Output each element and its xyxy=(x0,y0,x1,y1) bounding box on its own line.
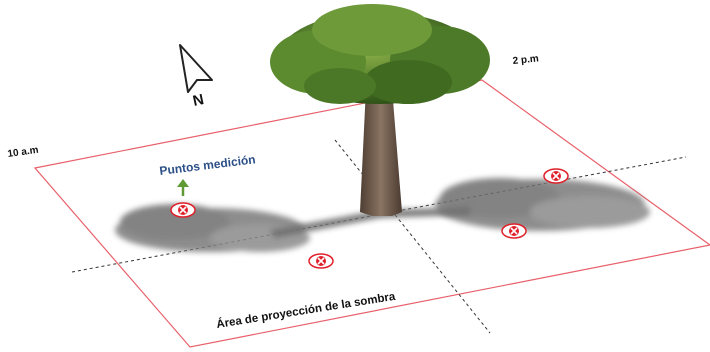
measurement-marker-3 xyxy=(543,168,569,184)
measurement-points-label: Puntos medición xyxy=(159,152,257,178)
measurement-marker-4 xyxy=(501,223,527,239)
tree-canopy xyxy=(270,4,490,104)
time-label-10am: 10 a.m xyxy=(7,145,39,160)
up-arrow-icon xyxy=(177,179,189,196)
tree xyxy=(270,4,490,216)
tree-trunk xyxy=(360,88,402,216)
measurement-marker-1 xyxy=(170,202,196,218)
measurement-marker-2 xyxy=(308,253,334,269)
plot-boundary xyxy=(33,79,710,348)
shadow-right xyxy=(435,178,650,231)
time-label-2pm: 2 p.m xyxy=(512,53,539,67)
north-label: N xyxy=(191,91,205,110)
north-south-axis xyxy=(334,139,491,334)
cursor-arrow-icon xyxy=(179,44,213,93)
trunk-shadow xyxy=(270,207,470,238)
shadow-left xyxy=(115,204,310,252)
